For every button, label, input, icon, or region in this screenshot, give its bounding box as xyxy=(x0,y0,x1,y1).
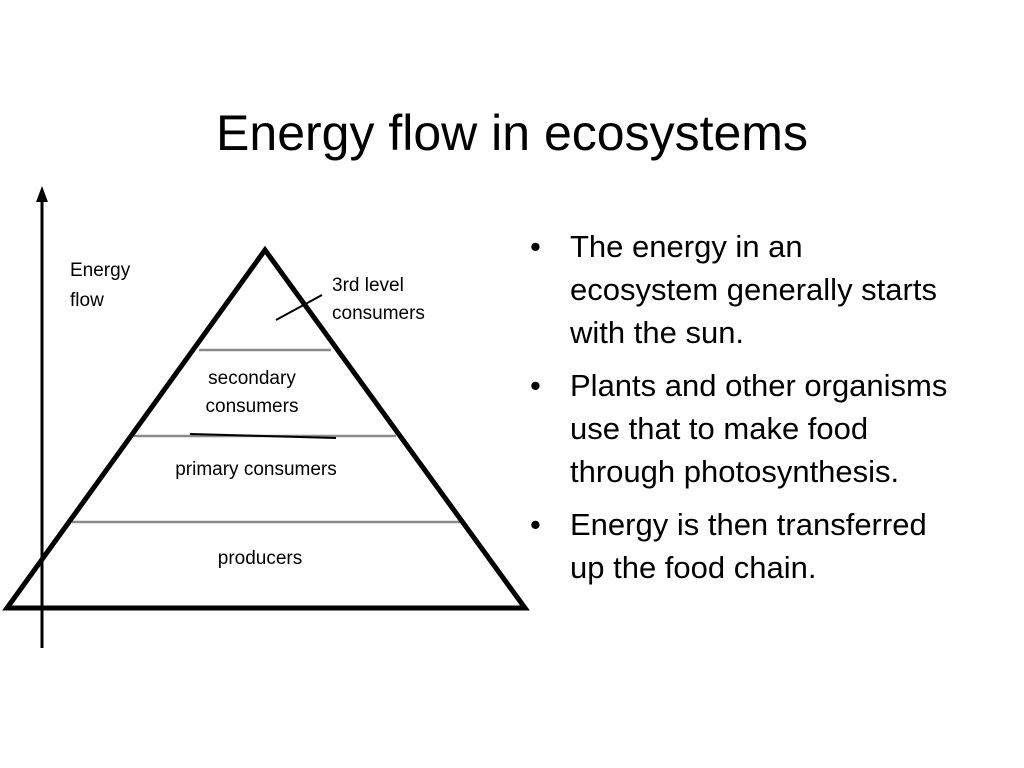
pen-mark-secondary xyxy=(189,433,337,439)
bullet-marker: • xyxy=(530,368,541,403)
energy-flow-label: Energy flow xyxy=(70,260,131,311)
bullet-marker: • xyxy=(530,507,541,542)
bullet-list: • The energy in an ecosystem generally s… xyxy=(530,225,950,599)
energy-pyramid-diagram: Energy flow 3rd level consumers secondar… xyxy=(0,180,540,660)
level-label-third-level-consumers: 3rd level consumers xyxy=(332,275,425,324)
pointer-line-third-level xyxy=(275,294,323,321)
pyramid-graphic xyxy=(2,186,530,648)
level-label-primary-consumers: primary consumers xyxy=(175,459,337,480)
bullet-marker: • xyxy=(530,229,541,264)
bullet-text: Plants and other organisms use that to m… xyxy=(570,368,948,489)
bullet-item: • The energy in an ecosystem generally s… xyxy=(530,225,950,354)
bullet-item: • Plants and other organisms use that to… xyxy=(530,364,950,493)
level-label-producers: producers xyxy=(217,548,303,569)
pyramid-outline xyxy=(2,245,530,611)
bullet-text: Energy is then transferred up the food c… xyxy=(570,507,927,585)
slide-title: Energy flow in ecosystems xyxy=(216,105,808,161)
level-label-secondary-consumers: secondary consumers xyxy=(205,368,299,417)
energy-axis-arrowhead xyxy=(36,186,48,202)
bullet-text: The energy in an ecosystem generally sta… xyxy=(570,229,937,350)
bullet-item: • Energy is then transferred up the food… xyxy=(530,503,950,589)
